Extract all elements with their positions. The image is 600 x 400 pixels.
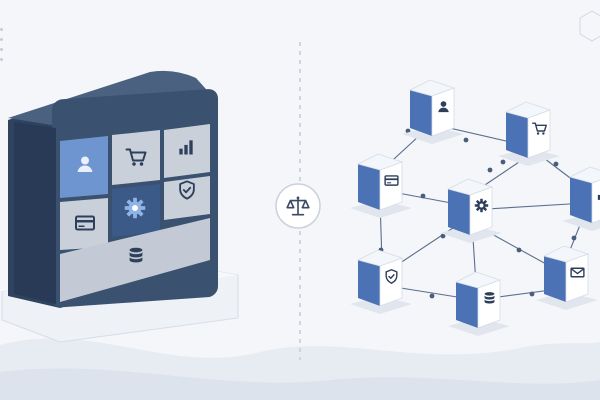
service-node-analytics [562,166,600,231]
microservice-nodes [350,79,600,336]
monolith-tile-analytics [164,124,210,178]
service-node-security [350,249,412,314]
service-node-user [402,79,464,144]
monolith-tile-database [60,218,210,302]
scales-badge [275,183,321,229]
service-node-payment [350,153,412,218]
monolith-tile-user [60,136,108,198]
service-node-database [448,271,510,336]
monolith-tile-settings [112,184,160,237]
database-icon [484,292,495,304]
monolith-tile-cart [112,130,160,185]
decorative-dots [0,28,6,68]
gear-icon [124,197,146,219]
background-waves [0,10,600,400]
monolith-tile-security [164,176,210,220]
network-junctions [378,128,577,299]
monolith-modules [60,124,210,302]
service-node-cart [498,101,560,166]
service-node-messaging [536,245,598,310]
database-icon [129,247,143,263]
service-node-settings [440,178,502,243]
monolith-tile-payment [60,198,108,250]
gear-icon [474,198,489,213]
